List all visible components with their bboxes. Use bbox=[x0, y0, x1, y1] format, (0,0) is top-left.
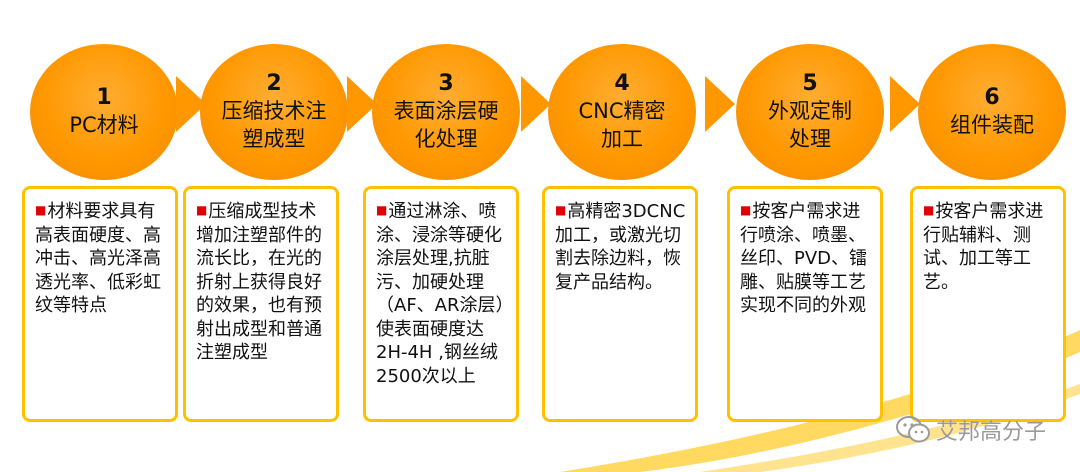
step-description: 压缩成型技术增加注塑部件的流长比，在光的折射上获得良好的效果，也有预射出成型和普… bbox=[196, 201, 322, 363]
step-description: 按客户需求进行喷涂、喷墨、丝印、PVD、镭雕、贴膜等工艺实现不同的外观 bbox=[740, 201, 868, 316]
step-circle-2: 2 压缩技术注 塑成型 bbox=[200, 44, 348, 180]
step-title: 压缩技术注 塑成型 bbox=[221, 99, 327, 151]
bullet-square-icon: ■ bbox=[555, 203, 567, 217]
step-number: 2 bbox=[266, 71, 282, 96]
watermark: 艾邦高分子 bbox=[895, 414, 1046, 446]
bullet-square-icon: ■ bbox=[35, 203, 47, 217]
step-description-box-1: ■材料要求具有高表面硬度、高冲击、高光泽高透光率、低彩虹纹等特点 bbox=[22, 186, 178, 422]
step-description: 高精密3DCNC加工，或激光切割去除边料，恢复产品结构。 bbox=[555, 201, 686, 293]
step-description-box-3: ■通过淋涂、喷涂、浸涂等硬化涂层处理,抗脏污、加硬处理（AF、AR涂层）使表面硬… bbox=[363, 186, 519, 422]
watermark-text: 艾邦高分子 bbox=[935, 420, 1046, 445]
step-title: 表面涂层硬 化处理 bbox=[393, 99, 499, 151]
step-title: 组件装配 bbox=[950, 113, 1034, 137]
flow-arrow-icon bbox=[705, 76, 735, 132]
step-description: 按客户需求进行贴辅料、测试、加工等工艺。 bbox=[923, 201, 1044, 293]
step-title: CNC精密 加工 bbox=[578, 99, 666, 151]
flow-arrow-icon bbox=[890, 76, 920, 132]
step-description: 通过淋涂、喷涂、浸涂等硬化涂层处理,抗脏污、加硬处理（AF、AR涂层）使表面硬度… bbox=[376, 201, 505, 387]
step-circle-3: 3 表面涂层硬 化处理 bbox=[372, 44, 520, 180]
step-title: PC材料 bbox=[69, 113, 139, 137]
step-circle-5: 5 外观定制 处理 bbox=[736, 44, 884, 180]
step-circle-6: 6 组件装配 bbox=[918, 44, 1066, 180]
step-description-box-4: ■高精密3DCNC加工，或激光切割去除边料，恢复产品结构。 bbox=[542, 186, 698, 422]
step-description-box-2: ■压缩成型技术增加注塑部件的流长比，在光的折射上获得良好的效果，也有预射出成型和… bbox=[183, 186, 339, 422]
step-description-box-6: ■按客户需求进行贴辅料、测试、加工等工艺。 bbox=[910, 186, 1066, 422]
step-number: 5 bbox=[802, 71, 818, 96]
wechat-icon bbox=[895, 416, 930, 443]
bullet-square-icon: ■ bbox=[196, 203, 208, 217]
bullet-square-icon: ■ bbox=[376, 203, 388, 217]
bullet-square-icon: ■ bbox=[923, 203, 935, 217]
step-number: 3 bbox=[438, 71, 454, 96]
step-description-box-5: ■按客户需求进行喷涂、喷墨、丝印、PVD、镭雕、贴膜等工艺实现不同的外观 bbox=[727, 186, 883, 422]
step-description: 材料要求具有高表面硬度、高冲击、高光泽高透光率、低彩虹纹等特点 bbox=[35, 201, 161, 316]
step-number: 1 bbox=[96, 85, 112, 110]
flow-arrow-icon bbox=[521, 76, 551, 132]
step-title: 外观定制 处理 bbox=[768, 99, 852, 151]
step-number: 6 bbox=[984, 85, 1000, 110]
bullet-square-icon: ■ bbox=[740, 203, 752, 217]
step-number: 4 bbox=[614, 71, 630, 96]
